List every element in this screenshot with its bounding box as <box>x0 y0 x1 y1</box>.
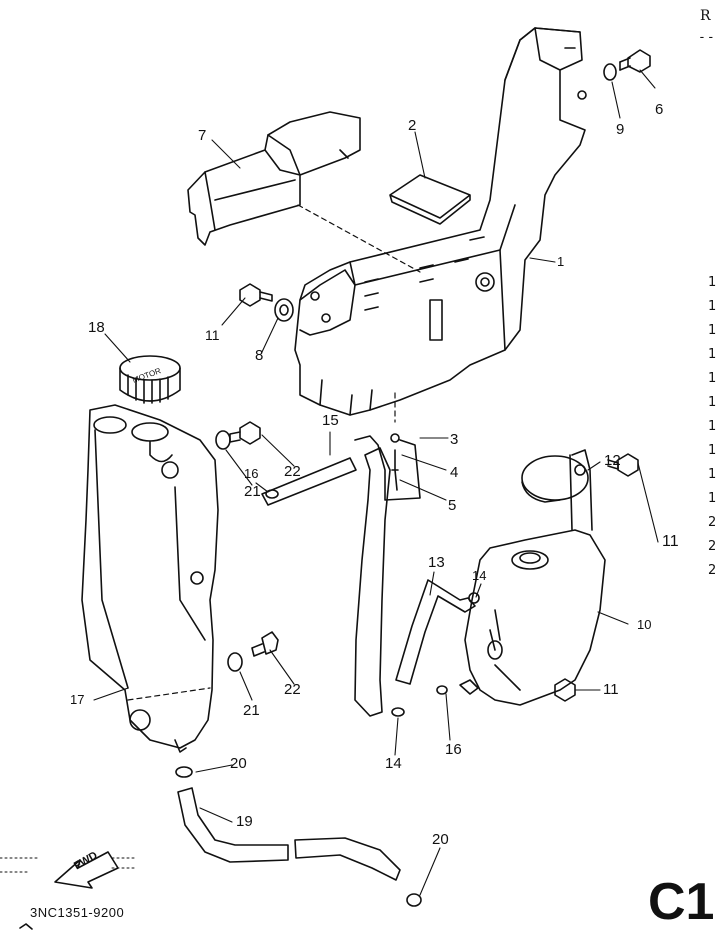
callout-20b: 20 <box>432 831 449 848</box>
callout-11c: 11 <box>603 681 619 698</box>
grommet-part-21b <box>227 652 243 672</box>
edge-marks <box>0 857 135 873</box>
callout-16b: 16 <box>445 741 462 758</box>
bolt-part-6 <box>619 49 651 73</box>
edge-number: 2 <box>708 515 717 530</box>
callout-8: 8 <box>255 347 264 364</box>
callout-20a: 20 <box>230 755 247 772</box>
callout-12: 12 <box>604 452 621 469</box>
part-number: 3NC1351-9200 <box>30 905 125 920</box>
callout-2: 2 <box>408 117 417 134</box>
edge-number: 1 <box>708 299 717 314</box>
callout-17: 17 <box>70 692 85 707</box>
callout-9: 9 <box>616 121 625 138</box>
callout-15: 15 <box>322 412 339 429</box>
edge-number: 1 <box>708 419 717 434</box>
callout-21a: 21 <box>244 483 261 500</box>
page-id: C1 <box>648 873 715 931</box>
callout-6: 6 <box>655 101 664 118</box>
overflow-hose <box>354 447 391 717</box>
clamp-part-14a <box>468 592 480 604</box>
reservoir-tank-part-17 <box>81 404 219 753</box>
callout-22a: 22 <box>284 463 301 480</box>
callout-13: 13 <box>428 554 445 571</box>
edge-number: 1 <box>708 491 717 506</box>
corner-header-dash: -- <box>698 30 716 45</box>
pin-part-4 <box>391 449 399 491</box>
bracket-part-1 <box>294 27 587 416</box>
callout-22b: 22 <box>284 681 301 698</box>
callout-21b: 21 <box>243 702 260 719</box>
assembly-lines <box>127 204 421 701</box>
hose-part-15 <box>261 457 357 506</box>
callout-7: 7 <box>198 127 207 144</box>
callout-1: 1 <box>557 254 565 269</box>
radiator-cap-part-18 <box>119 355 181 404</box>
leader-lines <box>93 69 659 896</box>
edge-number: 1 <box>708 323 717 338</box>
clamp-part-20b <box>406 893 422 907</box>
callout-16a: 16 <box>244 466 259 481</box>
callout-18: 18 <box>88 319 105 336</box>
callout-14b: 14 <box>385 755 402 772</box>
edge-number: 1 <box>708 371 717 386</box>
stay-part-3 <box>354 433 421 501</box>
edge-number: 1 <box>708 395 717 410</box>
corner-header-letter: R <box>700 8 711 24</box>
callout-5: 5 <box>448 497 457 514</box>
hose-part-13 <box>395 579 476 685</box>
callout-4: 4 <box>450 464 459 481</box>
edge-number: 1 <box>708 443 717 458</box>
clamp-part-14b <box>391 707 405 717</box>
callout-14a: 14 <box>472 568 487 583</box>
bolt-part-11b <box>607 453 639 477</box>
pad-part-2 <box>389 174 471 225</box>
cover-part-7 <box>187 111 361 246</box>
grommet-part-8 <box>274 298 294 322</box>
grommet-part-21a <box>215 430 231 450</box>
bolt-part-22b <box>251 631 279 657</box>
small-mark <box>19 923 33 930</box>
reservoir-cap-part-12 <box>521 455 589 503</box>
clamp-part-16a <box>265 489 279 499</box>
bolt-part-11a <box>239 283 273 307</box>
edge-number: 2 <box>708 563 717 578</box>
callout-10: 10 <box>637 617 652 632</box>
callout-11a: 11 <box>205 327 220 343</box>
clamp-part-16b <box>436 685 448 695</box>
callout-11b: 11 <box>662 533 679 550</box>
edge-number: 1 <box>708 467 717 482</box>
bolt-part-11c <box>554 678 576 702</box>
washer-part-9 <box>603 63 617 81</box>
edge-number: 1 <box>708 347 717 362</box>
bolt-part-22a <box>229 421 261 445</box>
edge-number: 2 <box>708 539 717 554</box>
coolant-reservoir-part-10 <box>459 449 606 706</box>
callout-3: 3 <box>450 431 459 448</box>
edge-number: 1 <box>708 275 717 290</box>
fwd-arrow <box>54 851 119 889</box>
callout-19: 19 <box>236 813 253 830</box>
hose-part-19 <box>177 787 401 881</box>
clamp-part-20a <box>175 766 193 778</box>
